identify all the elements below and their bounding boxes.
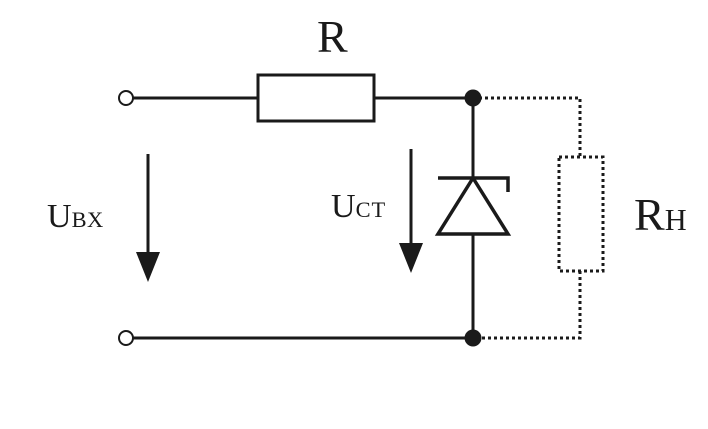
load-wire-top: [473, 96, 582, 157]
input-voltage-symbol: U: [47, 198, 72, 235]
zener-triangle: [434, 174, 512, 236]
load-resistor-label: RН: [634, 192, 688, 238]
zener-voltage-label: UСТ: [331, 190, 386, 224]
zener-voltage-arrow: [399, 149, 423, 273]
junction-node-bottom: [464, 329, 482, 347]
load-branch: [473, 96, 605, 340]
resistor-label: R: [317, 11, 348, 62]
zener-voltage-symbol: U: [331, 188, 356, 225]
zener-diode: [434, 174, 512, 236]
load-resistor: [557, 155, 605, 273]
zener-bar: [438, 176, 510, 192]
load-resistor-subscript: Н: [664, 203, 688, 237]
series-resistor: [256, 73, 376, 123]
input-voltage-label: UВХ: [47, 200, 104, 234]
input-terminal-top: [118, 90, 134, 106]
junction-node-top: [464, 89, 482, 107]
input-terminal-bottom: [118, 330, 134, 346]
load-resistor-symbol: R: [634, 189, 665, 240]
load-wire-bottom: [473, 271, 582, 340]
zener-voltage-subscript: СТ: [355, 197, 387, 222]
input-voltage-arrow: [136, 154, 160, 282]
input-voltage-subscript: ВХ: [71, 207, 105, 232]
